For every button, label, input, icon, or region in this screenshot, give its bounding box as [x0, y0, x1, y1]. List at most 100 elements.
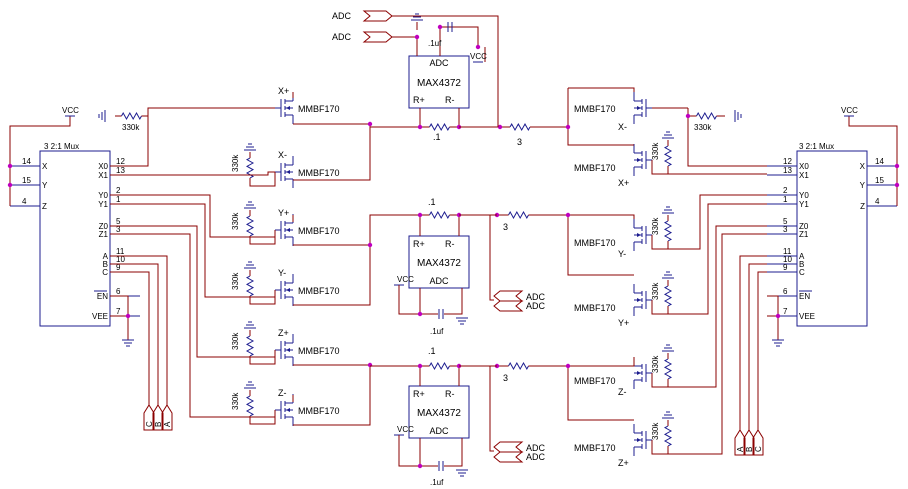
fet-part-label: MMBF170 — [298, 346, 340, 356]
wire — [110, 194, 275, 238]
resistor-symbol — [663, 280, 673, 312]
mux-pin-number: 9 — [783, 263, 788, 272]
vcc-label: VCC — [470, 52, 487, 61]
fet-name-label: Z+ — [278, 328, 289, 338]
adc-port-symbol — [493, 441, 524, 453]
mux-pin-label: A — [799, 252, 805, 261]
wire — [652, 225, 767, 388]
select-port-symbol: B — [743, 429, 755, 456]
capacitor-label: .1uf — [430, 478, 444, 487]
wire — [651, 373, 669, 388]
junction-dot — [437, 24, 443, 30]
mosfet-symbol — [634, 151, 647, 169]
mosfet-arrow — [286, 408, 290, 412]
fet-part-label: MMBF170 — [298, 226, 340, 236]
mux-pin-number: 9 — [116, 263, 121, 272]
wire — [489, 214, 497, 301]
adc-port-label: ADC — [526, 452, 546, 462]
mux-pin-number: 13 — [783, 166, 792, 175]
wire — [293, 214, 420, 246]
mosfet-arrow — [286, 228, 290, 232]
mux-pin-label: VEE — [92, 312, 108, 321]
mux-pin-number: 15 — [875, 176, 884, 185]
vcc-label: VCC — [62, 106, 79, 115]
mux-pin-number: 12 — [783, 157, 792, 166]
ground-symbol — [244, 201, 256, 209]
resistor-symbol — [663, 140, 673, 172]
resistor-label: 330k — [231, 154, 240, 172]
mux-pin-label: X — [42, 162, 48, 171]
fet-name-label: X- — [278, 150, 287, 160]
mux-pin-number: 12 — [116, 157, 125, 166]
mux-pin-label: C — [799, 268, 805, 277]
series-resistor-label: 3 — [517, 137, 522, 147]
left-fet-Xplus: X+ MMBF170 — [275, 86, 340, 124]
junction-dot — [497, 124, 503, 130]
select-port-symbol: A — [161, 404, 173, 431]
mux-pin-number: 3 — [116, 225, 121, 234]
mux-pin-number: 11 — [783, 247, 792, 256]
fet-name-label: Z+ — [618, 458, 629, 468]
wire — [651, 300, 669, 315]
resistor-symbol — [420, 122, 459, 132]
fet-part-label: MMBF170 — [574, 238, 616, 248]
junction-dot — [417, 124, 423, 130]
resistor-symbol — [663, 353, 673, 385]
mux-pin-number: 4 — [22, 197, 27, 206]
wire — [110, 255, 168, 405]
mux-pin-label: Y — [860, 181, 866, 190]
fet-name-label: Y+ — [278, 208, 289, 218]
ground-symbol — [244, 261, 256, 269]
mux-pin-number: 6 — [783, 287, 788, 296]
ic-rminus-label: R- — [445, 95, 455, 105]
wire — [652, 194, 767, 250]
mux-pin-number: 14 — [875, 157, 884, 166]
junction-dot — [417, 311, 423, 317]
select-port-label: A — [163, 421, 172, 427]
resistor-label: 330k — [651, 422, 660, 440]
junction-dot — [414, 34, 420, 40]
ground-symbol — [662, 271, 674, 279]
mux-pin-label: Y0 — [98, 191, 108, 200]
wire — [651, 235, 669, 250]
resistor-zigzag — [663, 145, 673, 167]
fet-part-label: MMBF170 — [298, 286, 340, 296]
fet-name-label: X+ — [278, 86, 289, 96]
fet-name-label: Y- — [278, 268, 286, 278]
mosfet-symbol — [634, 99, 647, 117]
ground-symbol — [456, 317, 468, 325]
ic-rminus-label: R- — [445, 239, 455, 249]
series-resistor-label: 3 — [503, 222, 508, 232]
wire — [652, 233, 767, 455]
junction-dot — [894, 163, 900, 169]
resistor-label: 330k — [231, 332, 240, 350]
wire — [489, 365, 497, 452]
mux-pin-label: C — [102, 268, 108, 277]
port-shape — [161, 404, 173, 431]
wire — [748, 263, 767, 430]
junction-dot — [367, 362, 373, 368]
right-fet-Xminus: X-MMBF170 — [574, 92, 652, 132]
resistor-label: 330k — [651, 142, 660, 160]
capacitor-symbol — [447, 22, 453, 32]
wire — [567, 127, 634, 146]
port-shape — [362, 10, 393, 22]
port-shape — [493, 451, 524, 463]
vcc-symbol: VCC — [62, 106, 79, 117]
ground-symbol — [244, 321, 256, 329]
fet-part-label: MMBF170 — [298, 406, 340, 416]
adc-port-label: ADC — [526, 301, 546, 311]
wire — [757, 271, 767, 430]
select-port-label: B — [745, 447, 754, 452]
fet-part-label: MMBF170 — [298, 104, 340, 114]
resistor-zigzag — [121, 111, 142, 121]
resistor-zigzag — [508, 361, 529, 371]
mosfet-arrow — [637, 298, 641, 302]
ground-symbol — [244, 143, 256, 151]
